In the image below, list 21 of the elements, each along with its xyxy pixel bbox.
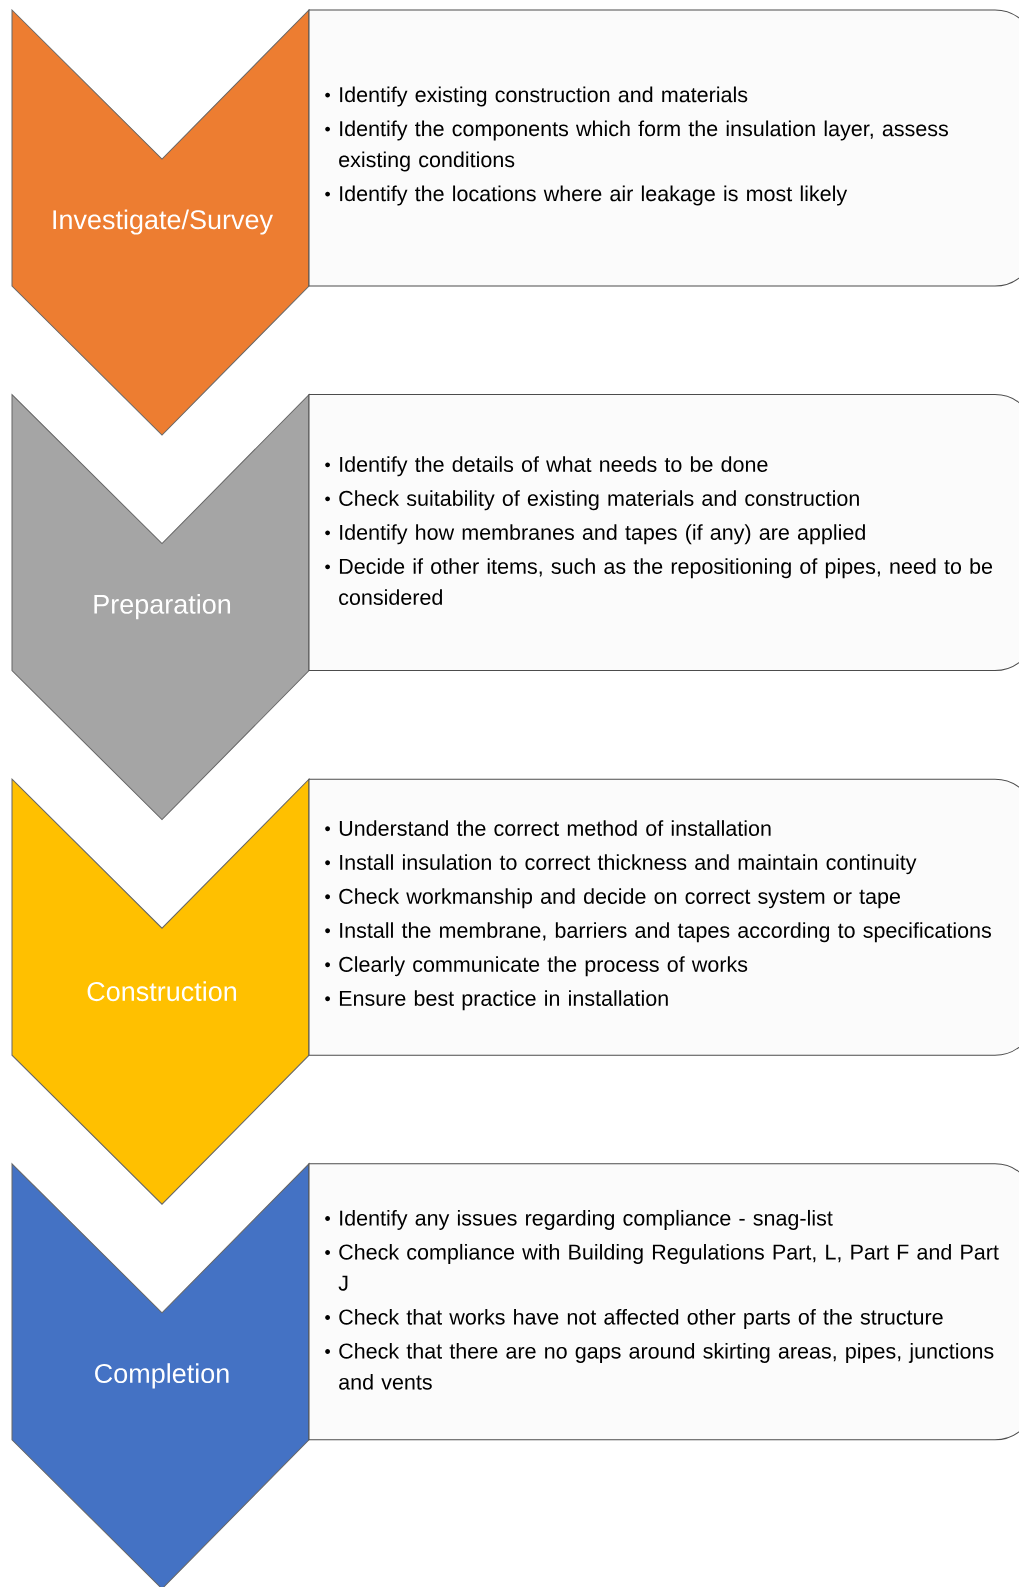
list-item: Check workmanship and decide on correct system or tape [339, 888, 900, 909]
list-item: Clearly communicate the process of works [339, 956, 748, 977]
step-banner: Preparation [11, 394, 310, 821]
list-item: Check suitability of existing materials and construction [339, 490, 859, 511]
list-item: Decide if other items, such as the repositioning of pipes, need to be considered [339, 558, 993, 605]
list-item: Install the membrane, barriers and tapes according to specifications [340, 922, 991, 943]
list-item: Identify any issues regarding compliance - snag-list [340, 1209, 833, 1230]
list-item: Identify the details of what needs to be done [340, 456, 768, 477]
list-item: Ensure best practice in installation [339, 990, 668, 1011]
list-item: Identify the components which form the insulation layer, assess existing conditions [339, 120, 948, 172]
step-banner: Investigate/Survey [11, 9, 310, 436]
list-item: Install insulation to correct thickness and maintain continuity [340, 854, 917, 875]
list-item: Understand the correct method of installation [339, 820, 771, 836]
list-item: Check that there are no gaps around skirting areas, pipes, junctions and vents [339, 1342, 994, 1390]
list-item: Check compliance with Building Regulations Part, L, Part F and Part J [338, 1243, 999, 1291]
list-item: Identify how membranes and tapes (if any) are applied [340, 524, 865, 545]
step-banner: Completion [11, 1163, 310, 1587]
list-item: Check that works have not affected other parts of the structure [339, 1308, 943, 1329]
step-banner: Construction [11, 778, 310, 1205]
list-item: Identify existing construction and materials [340, 86, 748, 107]
list-item: Identify the locations where air leakage is most likely [340, 185, 848, 206]
